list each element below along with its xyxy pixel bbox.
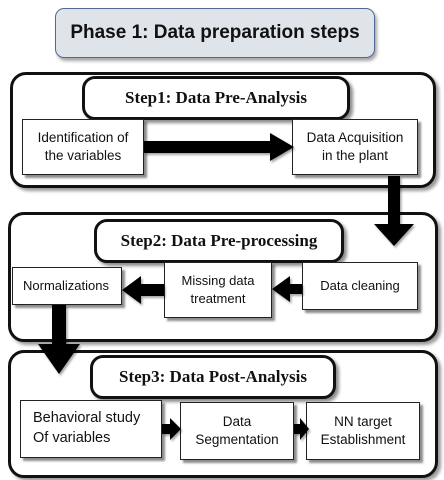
node-behavioral-study: Behavioral study Of variables	[20, 400, 162, 458]
step2-title: Step2: Data Pre-processing	[94, 219, 344, 263]
node-data-cleaning: Data cleaning	[302, 262, 418, 310]
arrow-segmentation-to-nn-target	[294, 418, 309, 440]
phase-title: Phase 1: Data preparation steps	[55, 8, 375, 58]
node-nn-target-establishment: NN target Establishment	[306, 402, 420, 460]
node-data-acquisition: Data Acquisition in the plant	[292, 119, 418, 175]
node-normalizations: Normalizations	[12, 267, 122, 305]
arrow-cleaning-to-missing-data	[272, 276, 302, 302]
node-missing-data-treatment: Missing data treatment	[164, 262, 272, 318]
node-identification-of-variables: Identification of the variables	[22, 119, 144, 175]
arrow-acquisition-to-cleaning	[374, 176, 414, 246]
arrow-behavioral-to-segmentation	[162, 418, 181, 440]
arrow-missing-data-to-normalizations	[122, 276, 164, 304]
step3-title: Step3: Data Post-Analysis	[90, 355, 336, 399]
node-data-segmentation: Data Segmentation	[180, 402, 294, 460]
step1-title: Step1: Data Pre-Analysis	[82, 76, 350, 120]
arrow-identification-to-acquisition	[144, 133, 294, 161]
arrow-normalizations-to-behavioral-study	[38, 305, 80, 374]
